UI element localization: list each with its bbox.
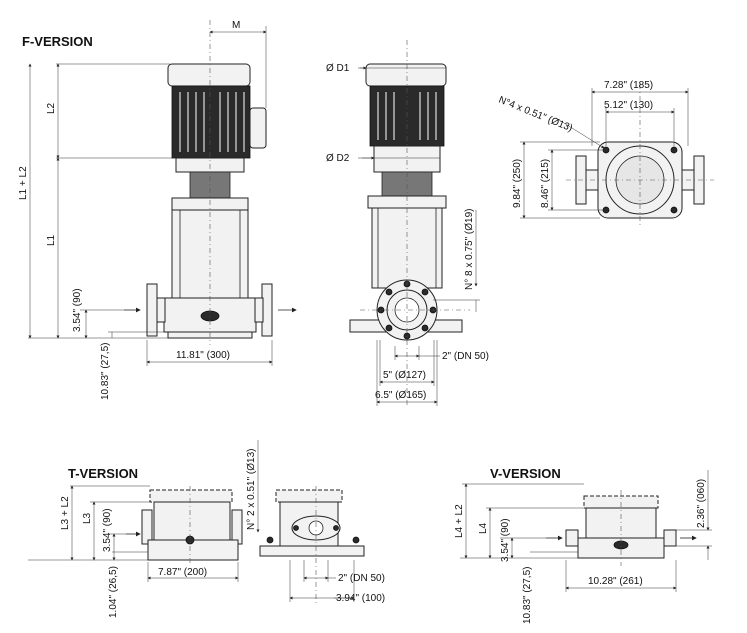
dim-dn-side: 2" (DN 50) <box>442 351 489 362</box>
v-inlet-port <box>565 529 579 547</box>
dim-w130: 5.12" (130) <box>604 100 653 111</box>
t-side-base <box>259 545 365 557</box>
terminal-box <box>249 107 267 149</box>
dim-width: 11.81" (300) <box>176 350 230 361</box>
dim-l2: L2 <box>46 102 57 114</box>
dim-v-h60: 2.36" (060) <box>696 479 707 528</box>
f-front-dimensions: M L1 + L2 L2 L1 3.54" (90) 10.83" (27,5)… <box>18 20 273 400</box>
t-outlet-port <box>231 509 243 545</box>
dim-t-base: 1.04" (26,5) <box>108 566 119 618</box>
v-outlet-port <box>663 529 677 547</box>
dim-t-width: 7.87" (200) <box>158 567 207 578</box>
t-inlet-port <box>141 509 153 545</box>
dim-bolts: N° 8 x 0.75" (Ø19) <box>464 209 475 290</box>
dim-h250: 9.84" (250) <box>512 159 523 208</box>
dim-d127: 5" (Ø127) <box>383 370 426 381</box>
dim-d165: 6.5" (Ø165) <box>375 390 426 401</box>
dim-base-height: 10.83" (27,5) <box>100 343 111 400</box>
motor-cap <box>167 63 251 87</box>
dim-w185: 7.28" (185) <box>604 80 653 91</box>
v-version-title: V-VERSION <box>490 466 561 481</box>
dim-l1-l2: L1 + L2 <box>18 166 29 200</box>
f-side-view <box>349 40 470 408</box>
dim-d1: Ø D1 <box>326 63 350 74</box>
dim-t-holes: N° 2 x 0.51" (Ø13) <box>246 449 257 530</box>
dim-l4: L4 <box>478 522 489 534</box>
dim-l4-l2: L4 + L2 <box>454 504 465 538</box>
f-front-view <box>124 20 297 345</box>
dim-t-w100: 3.94" (100) <box>336 593 385 604</box>
dim-t-dn: 2" (DN 50) <box>338 573 385 584</box>
dim-m: M <box>232 20 240 31</box>
dim-top-holes: N°4 x 0.51" (Ø13) <box>497 95 574 135</box>
dim-l1: L1 <box>46 234 57 246</box>
t-front-dimensions: L3 + L2 L3 3.54" (90) 1.04" (26,5) 7.87"… <box>28 485 239 618</box>
t-version-title: T-VERSION <box>68 466 138 481</box>
dim-inlet-height: 3.54" (90) <box>72 288 83 332</box>
dim-v-base: 10.83" (27,5) <box>522 567 533 624</box>
inlet-flange <box>146 283 158 337</box>
dim-t-h90: 3.54" (90) <box>102 508 113 552</box>
dim-d2: Ø D2 <box>326 153 350 164</box>
t-side-dimensions: N° 2 x 0.51" (Ø13) 2" (DN 50) 3.94" (100… <box>246 440 385 604</box>
v-dimensions: L4 + L2 L4 3.54" (90) 10.83" (27,5) 2.36… <box>454 470 712 624</box>
dim-v-h90: 3.54" (90) <box>500 518 511 562</box>
t-head-outline <box>149 489 233 503</box>
dim-l3-l2: L3 + L2 <box>60 496 71 530</box>
side-motor-cap <box>365 63 447 87</box>
motor-body <box>171 85 251 159</box>
dim-l3: L3 <box>82 512 93 524</box>
t-front-view <box>126 486 243 566</box>
f-side-dimensions: Ø D1 Ø D2 N° 8 x 0.75" (Ø19) 2" (DN 50) … <box>326 63 489 406</box>
dim-v-width: 10.28" (261) <box>588 576 643 587</box>
f-top-view <box>566 84 714 228</box>
v-front-view <box>546 490 697 566</box>
f-version-title: F-VERSION <box>22 34 93 49</box>
t-side-view <box>259 486 365 604</box>
dim-h215: 8.46" (215) <box>540 159 551 208</box>
t-sleeve <box>153 501 231 541</box>
